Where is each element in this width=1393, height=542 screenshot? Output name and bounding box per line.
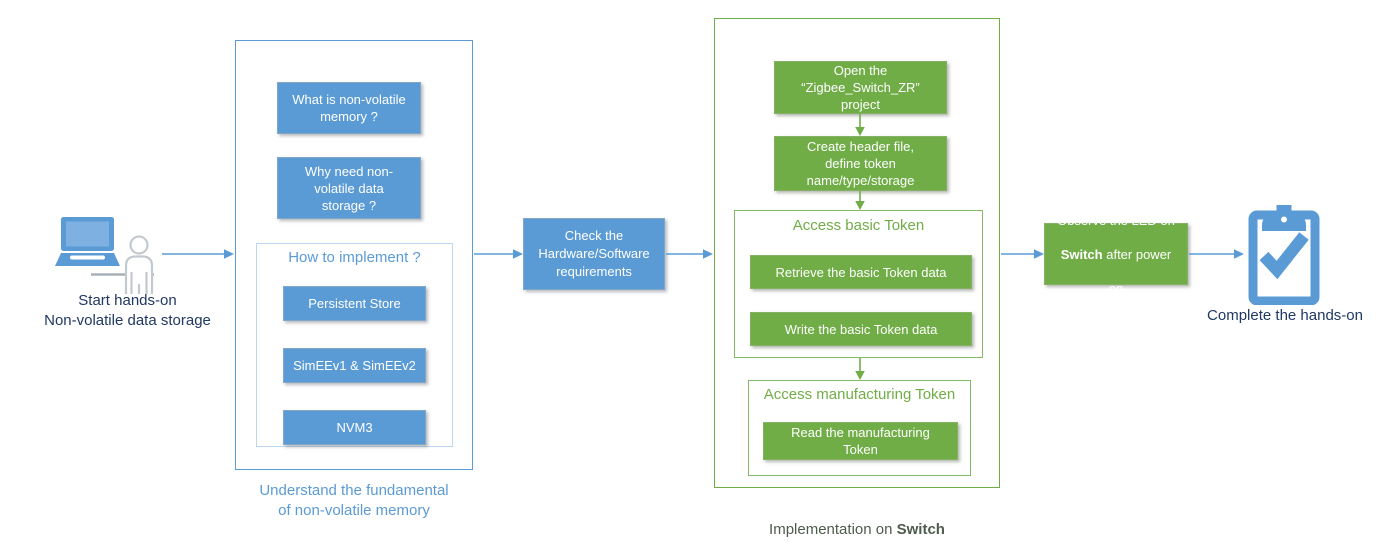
action-retrieve-basic-token: Retrieve the basic Token data <box>750 255 972 289</box>
action-read-manufacturing-token: Read the manufacturing Token <box>763 422 958 460</box>
access-basic-token-title: Access basic Token <box>792 217 925 234</box>
flow-arrow-fundamentals-to-check <box>474 249 523 259</box>
question-box-why-need-nvm: Why need non- volatile data storage ? <box>277 157 421 219</box>
access-basic-token-group-box: Access basic Token Retrieve the basic To… <box>734 210 983 358</box>
observe-led-line2: Switch after power <box>1057 246 1175 263</box>
observe-led-line2-bold: Switch <box>1060 246 1103 262</box>
flow-arrow-check-to-implementation <box>666 249 713 259</box>
access-manufacturing-token-title: Access manufacturing Token <box>763 386 956 403</box>
clipboard-check-icon <box>1248 205 1320 305</box>
complete-caption: Complete the hands-on <box>1207 307 1363 324</box>
flow-arrow-create-to-basic <box>855 191 865 210</box>
implementation-caption: Implementation on Switch <box>714 500 1000 540</box>
flow-arrow-start-to-fundamentals <box>162 249 234 259</box>
observe-led-line2-rest: after power <box>1102 246 1172 262</box>
access-manufacturing-token-group-box: Access manufacturing Token Read the manu… <box>748 380 971 476</box>
action-write-basic-token: Write the basic Token data <box>750 312 972 346</box>
check-requirements-step: Check the Hardware/Software requirements <box>523 218 665 290</box>
observe-led-line1: Observe the LED on <box>1057 212 1175 228</box>
observe-led-step: Observe the LED on Switch after power on <box>1044 213 1188 296</box>
implementation-caption-text: Implementation on <box>769 521 897 538</box>
how-to-implement-title: How to implement ? <box>288 249 421 266</box>
fundamentals-caption: Understand the fundamental of non-volati… <box>259 482 449 519</box>
laptop-person-icon <box>55 217 154 294</box>
how-to-implement-group-box: How to implement ? Persistent Store SimE… <box>256 243 453 447</box>
implementation-group-box: Open the “Zigbee_Switch_ZR” project Crea… <box>714 18 1000 488</box>
question-box-what-is-nvm: What is non-volatile memory ? <box>277 82 421 134</box>
option-box-persistent-store: Persistent Store <box>283 286 426 321</box>
observe-led-label: Observe the LED on Switch after power on <box>1057 195 1175 314</box>
step-create-header-file: Create header file, define token name/ty… <box>774 136 947 191</box>
observe-led-line3: on <box>1108 280 1124 296</box>
flow-arrow-implementation-to-observe <box>1001 249 1044 259</box>
implementation-caption-bold: Switch <box>896 521 945 538</box>
step-open-project: Open the “Zigbee_Switch_ZR” project <box>774 61 947 114</box>
start-caption: Start hands-on Non-volatile data storage <box>44 292 211 329</box>
flow-arrow-observe-to-complete <box>1189 249 1244 259</box>
flow-arrow-basic-to-manufacturing <box>855 358 865 380</box>
option-box-simee: SimEEv1 & SimEEv2 <box>283 348 426 383</box>
option-box-nvm3: NVM3 <box>283 410 426 445</box>
flow-arrow-open-to-create <box>855 114 865 136</box>
fundamentals-group-box: What is non-volatile memory ? Why need n… <box>235 40 473 470</box>
